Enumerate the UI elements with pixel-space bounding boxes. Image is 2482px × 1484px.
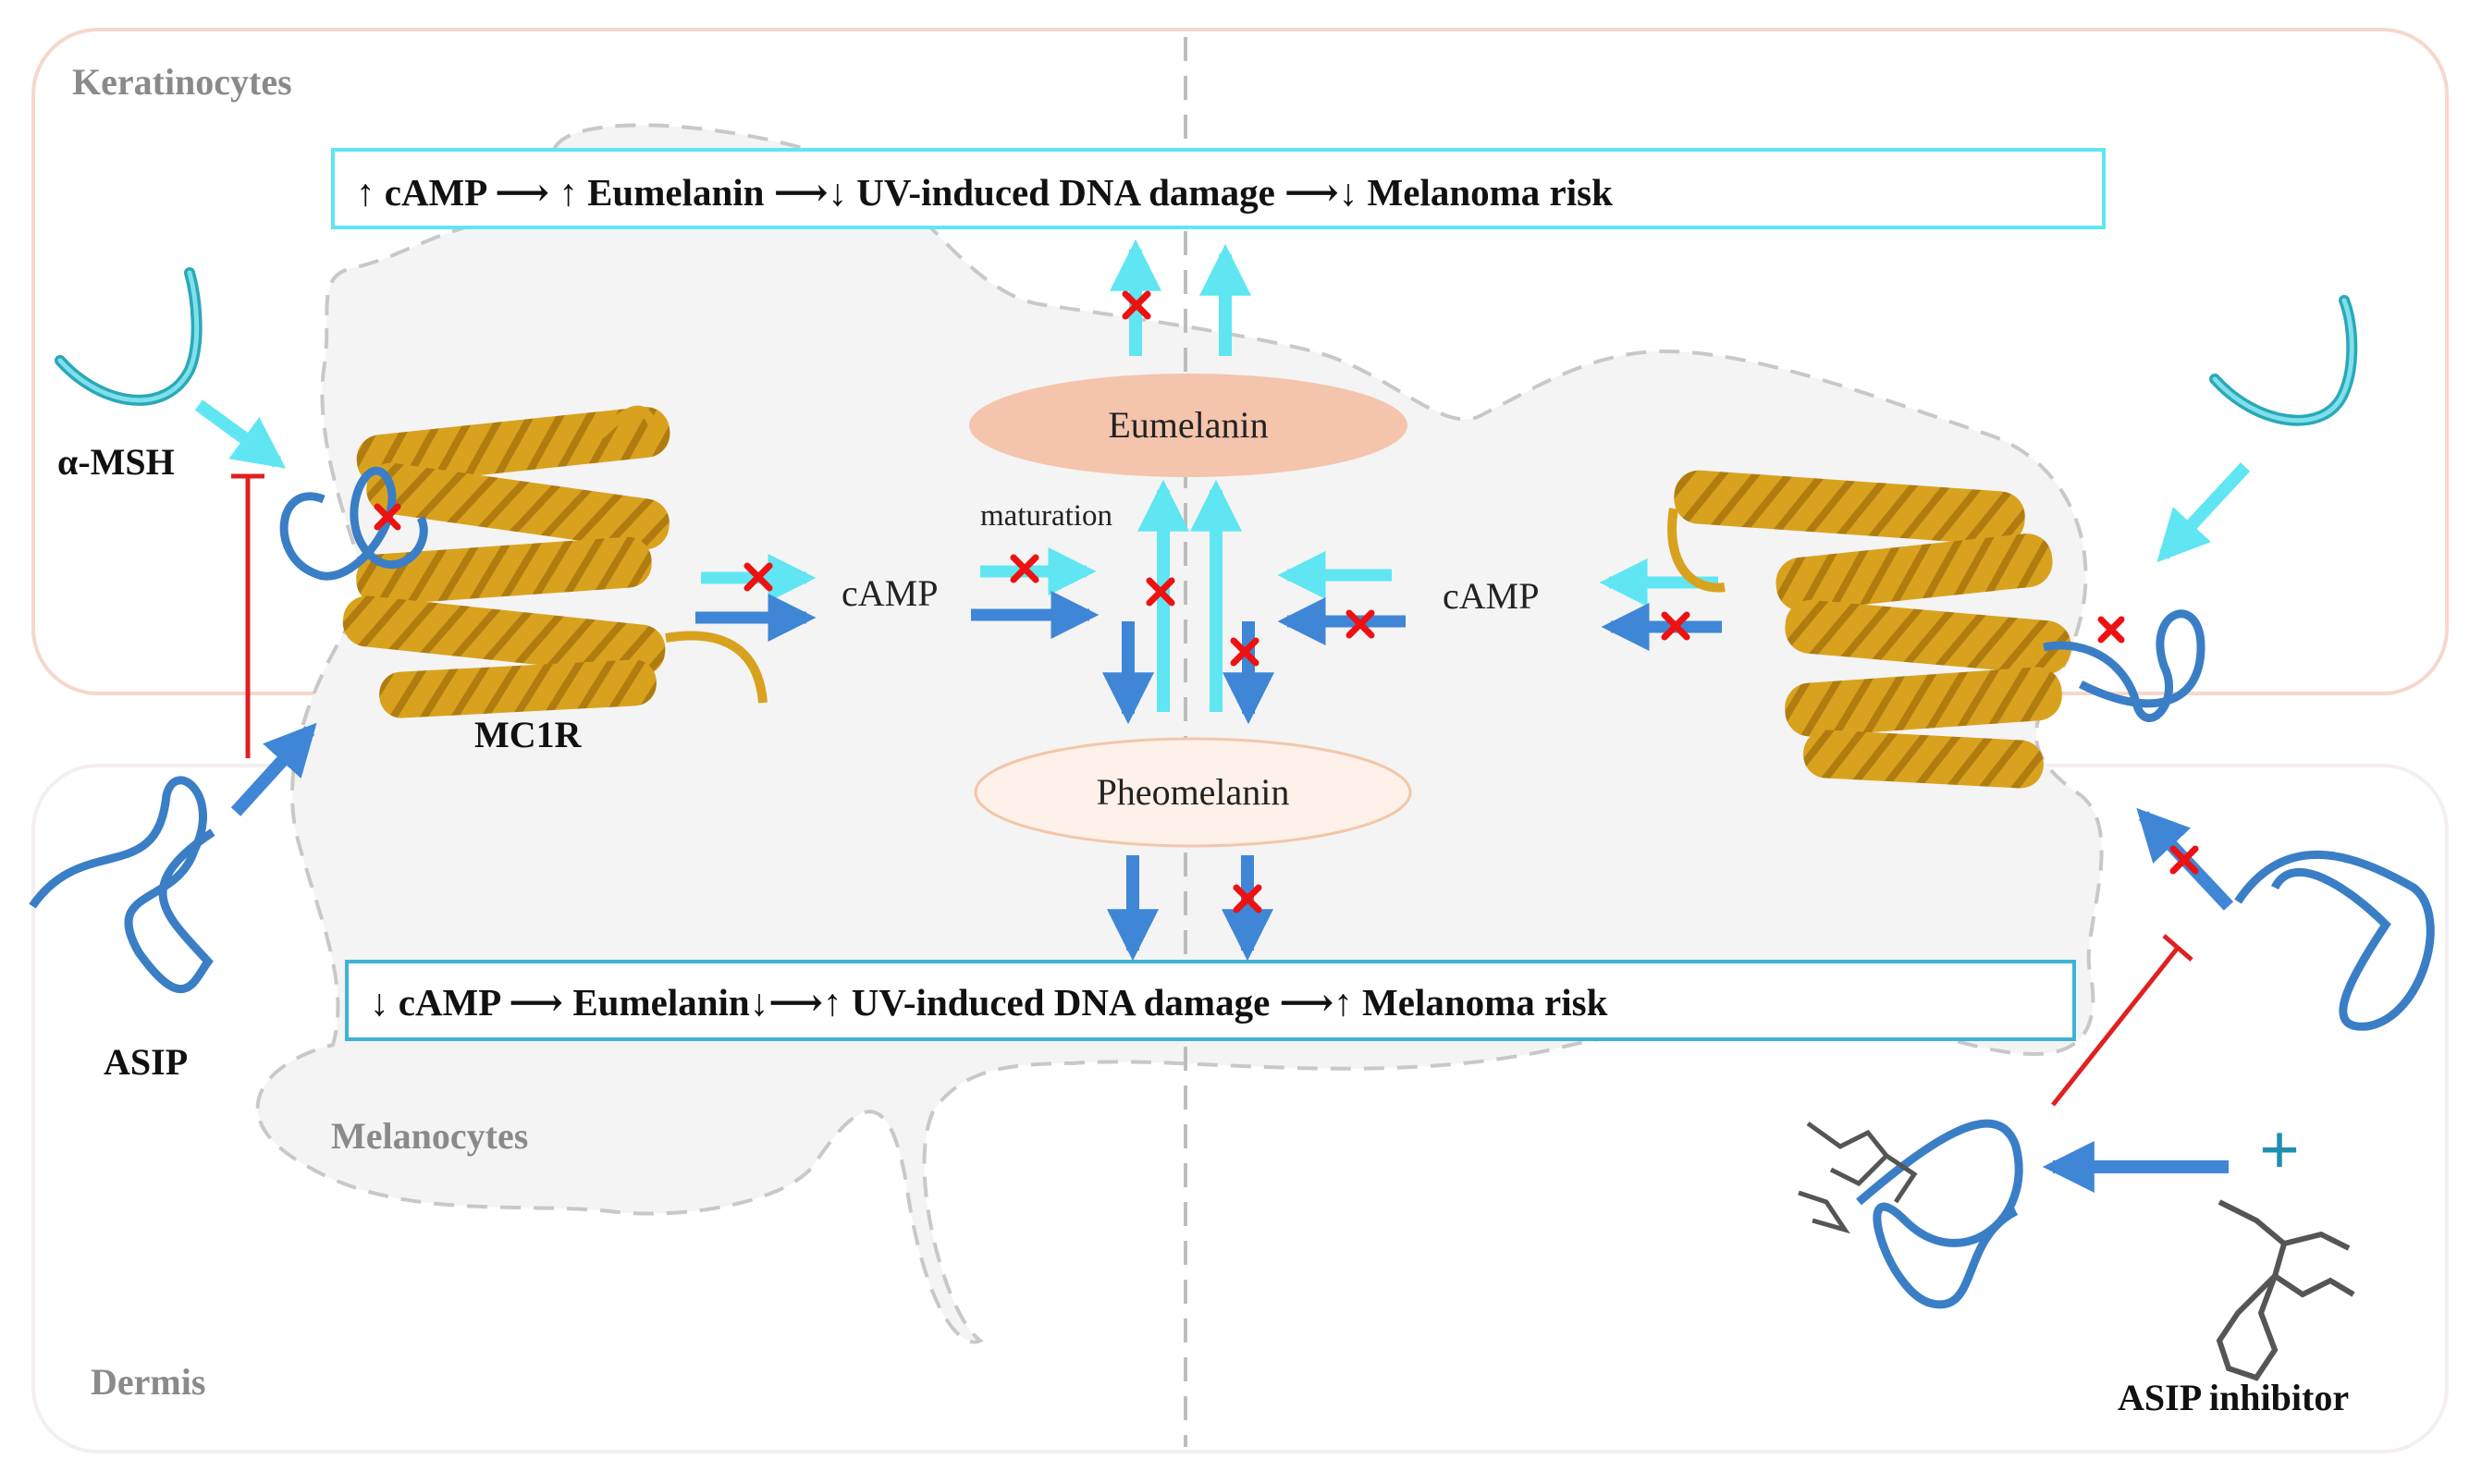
block-marks <box>374 290 2199 914</box>
alpha-msh-left-label: α-MSH <box>57 441 175 483</box>
asip-left-molecule <box>29 776 215 993</box>
top-summary-box <box>331 148 2106 229</box>
bottom-summary-box <box>345 960 2076 1041</box>
inhibitor-blocks-asip-line <box>2051 946 2180 1107</box>
maturation-label: maturation <box>980 499 1112 533</box>
asip-inhibitor-structure <box>2216 1199 2355 1381</box>
top-summary-text: ↑ cAMP ⟶ ↑ Eumelanin ⟶↓ UV-induced DNA d… <box>356 171 1613 214</box>
melanocytes-label: Melanocytes <box>331 1115 528 1157</box>
asip-right-molecule <box>2234 850 2435 1031</box>
block-x-left-cyan-2 <box>1010 554 1039 583</box>
bottom-summary-text: ↓ cAMP ⟶ Eumelanin↓⟶↑ UV-induced DNA dam… <box>370 981 1608 1024</box>
asip-inhibitor-complex <box>1856 1119 2023 1309</box>
plus-sign: + <box>2259 1110 2300 1190</box>
block-x-pheomelanin-right <box>1230 637 1259 667</box>
mc1r-right-receptor <box>1667 470 2071 789</box>
block-x-asip-right <box>2169 845 2199 875</box>
alpha-msh-right-peptide <box>2209 295 2358 426</box>
block-x-mc1r-right <box>2097 616 2125 644</box>
asip-bound-ribbon-left <box>279 466 428 581</box>
asip-bound-ribbon-right <box>2043 609 2206 722</box>
bound-inhibitor-sticks <box>1798 1121 1918 1234</box>
block-x-right-blue-2 <box>1661 611 1690 641</box>
keratinocytes-label: Keratinocytes <box>72 61 292 103</box>
camp-right-label: cAMP <box>1443 575 1539 617</box>
mc1r-left-receptor <box>342 405 768 718</box>
eumelanin-label: Eumelanin <box>1108 404 1268 446</box>
mc1r-left-label: MC1R <box>474 714 583 755</box>
alpha-msh-to-mc1r-arrow <box>194 399 287 469</box>
camp-left-label: cAMP <box>842 572 938 614</box>
alpha-msh-right-arrow <box>2156 462 2251 563</box>
block-x-right-blue-1 <box>1345 609 1375 639</box>
pheomelanin-label: Pheomelanin <box>1097 771 1290 813</box>
asip-left-label: ASIP <box>104 1041 188 1083</box>
dermis-label: Dermis <box>91 1361 205 1403</box>
block-x-maturation <box>1146 577 1175 607</box>
pheomelanin-node <box>974 737 1412 848</box>
asip-to-mc1r-arrow <box>230 722 317 816</box>
block-x-mc1r-left <box>374 503 401 531</box>
block-x-bottom-box <box>1233 884 1262 914</box>
eumelanin-node <box>969 374 1407 477</box>
inhibitor-blocks-asip-bar <box>2162 934 2193 962</box>
block-x-left-cyan-1 <box>743 562 773 592</box>
block-x-eumelanin-up <box>1122 290 1151 320</box>
asip-inhibitor-label: ASIP inhibitor <box>2118 1377 2349 1418</box>
